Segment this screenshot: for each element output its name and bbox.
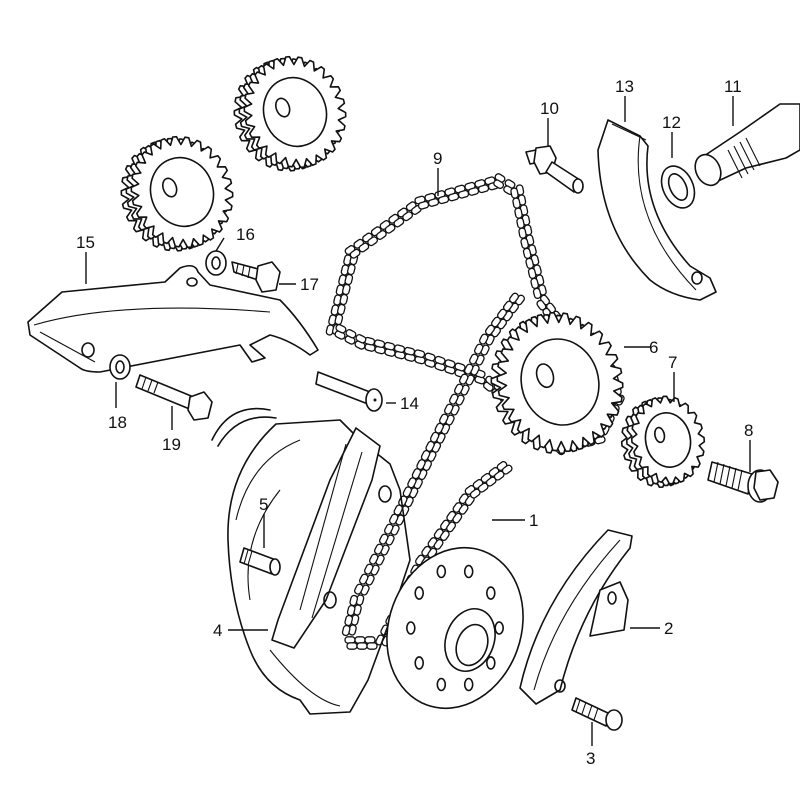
callout-8: 8 bbox=[744, 421, 753, 440]
washer-part-18 bbox=[109, 354, 131, 380]
callout-2: 2 bbox=[664, 619, 673, 638]
callout-7: 7 bbox=[668, 353, 677, 372]
callout-11: 11 bbox=[724, 77, 742, 96]
tensioner-rail-part-13 bbox=[597, 119, 717, 301]
stud-part-10 bbox=[525, 145, 584, 194]
callout-15: 15 bbox=[76, 233, 95, 252]
crankshaft-hub bbox=[386, 546, 524, 710]
washer-part-16 bbox=[205, 250, 227, 276]
bolt-part-19 bbox=[135, 374, 213, 421]
callout-labels: 1 2 3 4 5 6 7 8 9 10 11 12 13 14 15 16 1… bbox=[76, 77, 753, 768]
callout-16: 16 bbox=[236, 225, 255, 244]
callout-9: 9 bbox=[433, 149, 442, 168]
callout-19: 19 bbox=[162, 435, 181, 454]
bolt-part-17 bbox=[231, 261, 281, 293]
callout-6: 6 bbox=[649, 338, 658, 357]
chain-tensioner-part-11 bbox=[694, 103, 800, 187]
callout-13: 13 bbox=[615, 77, 634, 96]
dowel-pin-part-5 bbox=[239, 547, 281, 576]
sprocket-part-7 bbox=[620, 395, 706, 488]
engine-housing bbox=[211, 407, 411, 715]
callout-18: 18 bbox=[108, 413, 127, 432]
bolt-part-3 bbox=[571, 697, 623, 731]
leader-lines bbox=[85, 96, 751, 746]
callout-3: 3 bbox=[586, 749, 595, 768]
flange-bolt-part-8 bbox=[707, 461, 779, 503]
callout-5: 5 bbox=[259, 495, 268, 514]
callout-12: 12 bbox=[662, 113, 681, 132]
callout-14: 14 bbox=[400, 394, 419, 413]
chain-guide-rail-part-4 bbox=[271, 427, 392, 649]
seal-ring-part-12 bbox=[660, 165, 696, 209]
camshaft-sprocket-left bbox=[120, 135, 234, 252]
guide-pin-part-14 bbox=[315, 371, 383, 412]
camshaft-sprocket-right bbox=[233, 55, 347, 172]
slide-rail-part-15 bbox=[27, 264, 319, 373]
callout-1: 1 bbox=[529, 511, 538, 530]
callout-10: 10 bbox=[540, 99, 559, 118]
chain-tensioner-guide-part-2 bbox=[519, 529, 633, 705]
callout-4: 4 bbox=[213, 621, 222, 640]
intermediate-sprocket-part-6 bbox=[490, 311, 624, 455]
callout-17: 17 bbox=[300, 275, 319, 294]
